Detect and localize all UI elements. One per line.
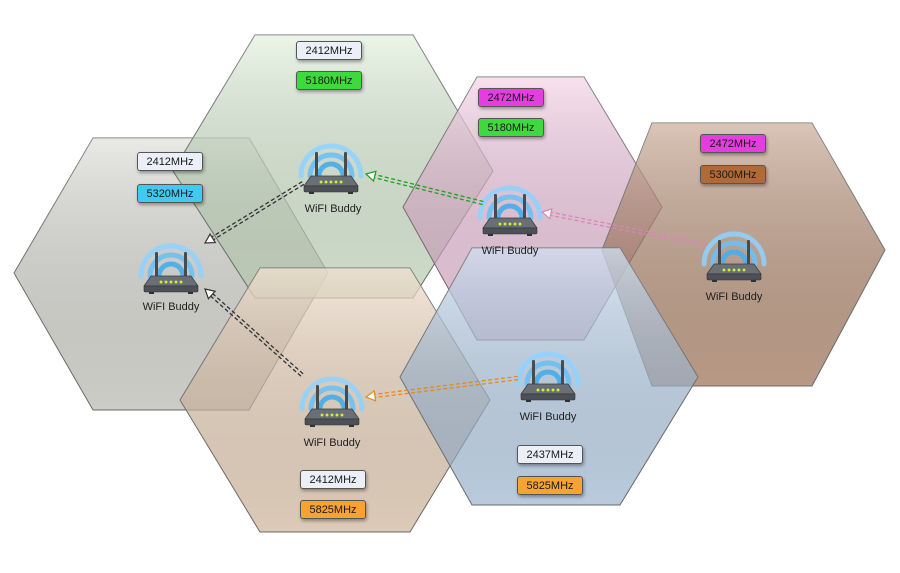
link-green-to-gray bbox=[203, 181, 305, 244]
link-orange-to-gray bbox=[204, 288, 304, 377]
device-label-gray: WiFI Buddy bbox=[142, 301, 200, 313]
link-blue-to-orange bbox=[364, 375, 519, 402]
frequency-badge-green-2-4ghz: 2412MHz bbox=[296, 41, 362, 60]
device-label-blue: WiFI Buddy bbox=[519, 411, 577, 423]
frequency-badge-gray-5ghz: 5320MHz bbox=[137, 184, 203, 203]
frequency-badge-gray-2-4ghz: 2412MHz bbox=[137, 152, 203, 171]
frequency-badge-blue-5ghz: 5825MHz bbox=[517, 476, 583, 495]
router-icon-blue bbox=[515, 351, 581, 402]
link-brown-to-pink bbox=[540, 207, 707, 248]
device-label-brown: WiFI Buddy bbox=[705, 291, 763, 303]
device-label-green: WiFI Buddy bbox=[304, 203, 362, 215]
frequency-badge-brown-2-4ghz: 2472MHz bbox=[700, 134, 766, 153]
router-icon-pink bbox=[477, 185, 543, 236]
frequency-badge-pink-5ghz: 5180MHz bbox=[478, 118, 544, 137]
frequency-badge-orange-5ghz: 5825MHz bbox=[300, 500, 366, 519]
router-icon-orange bbox=[299, 376, 365, 427]
link-pink-to-green bbox=[364, 170, 484, 206]
hex-cell-blue bbox=[399, 247, 699, 506]
frequency-badge-pink-2-4ghz: 2472MHz bbox=[478, 88, 544, 107]
frequency-badge-blue-2-4ghz: 2437MHz bbox=[517, 445, 583, 464]
device-label-pink: WiFI Buddy bbox=[481, 245, 539, 257]
device-label-orange: WiFI Buddy bbox=[303, 437, 361, 449]
router-icon-green bbox=[298, 143, 364, 194]
frequency-badge-brown-5ghz: 5300MHz bbox=[700, 165, 766, 184]
frequency-badge-orange-2-4ghz: 2412MHz bbox=[300, 470, 366, 489]
router-icon-brown bbox=[701, 231, 767, 282]
router-icon-gray bbox=[138, 243, 204, 294]
frequency-badge-green-5ghz: 5180MHz bbox=[296, 71, 362, 90]
